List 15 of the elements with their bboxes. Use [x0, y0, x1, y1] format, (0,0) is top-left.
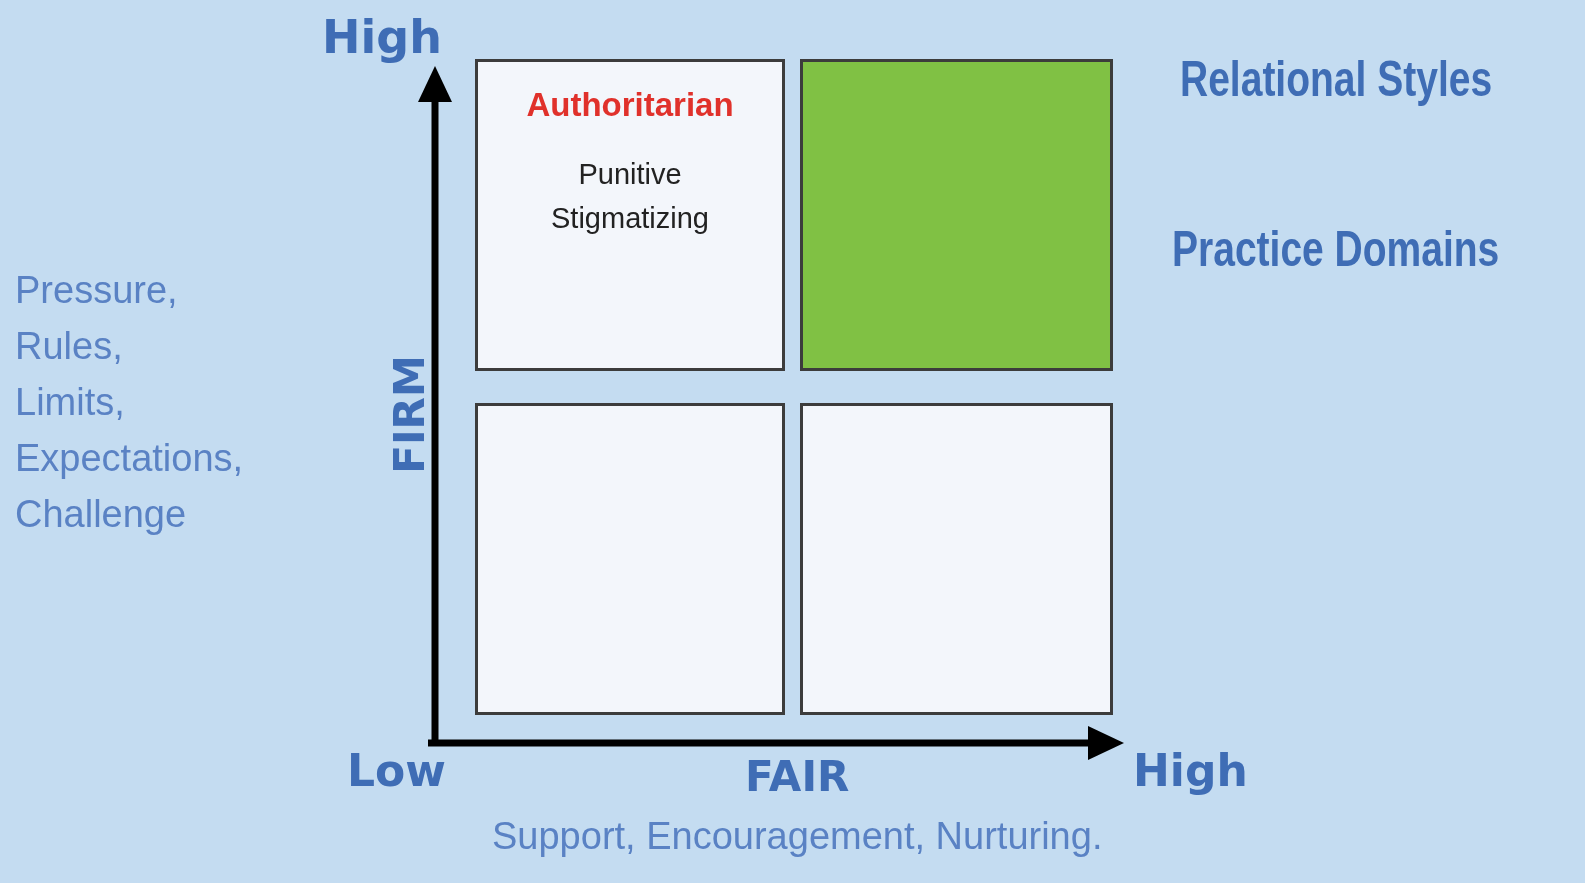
axis-description: Support, Encouragement, Nurturing. [492, 815, 1103, 858]
quadrant-box [800, 403, 1113, 715]
quadrant-description: Punitive Stigmatizing [550, 157, 710, 236]
quadrant-box [800, 59, 1113, 371]
axis-title: FAIR [745, 752, 850, 801]
axis-label: Low [347, 745, 446, 796]
axis-label: High [1133, 745, 1248, 796]
quadrant-title: Authoritarian [526, 86, 734, 124]
heading: Relational Styles [1180, 50, 1493, 108]
axis-title: FIRM [384, 355, 434, 474]
heading: Practice Domains [1172, 220, 1500, 278]
axis-label: High [322, 10, 442, 64]
quadrant-box [475, 59, 785, 371]
axis-description: Pressure, Rules, Limits, Expectations, Challenge [15, 268, 245, 537]
quadrant-box [475, 403, 785, 715]
